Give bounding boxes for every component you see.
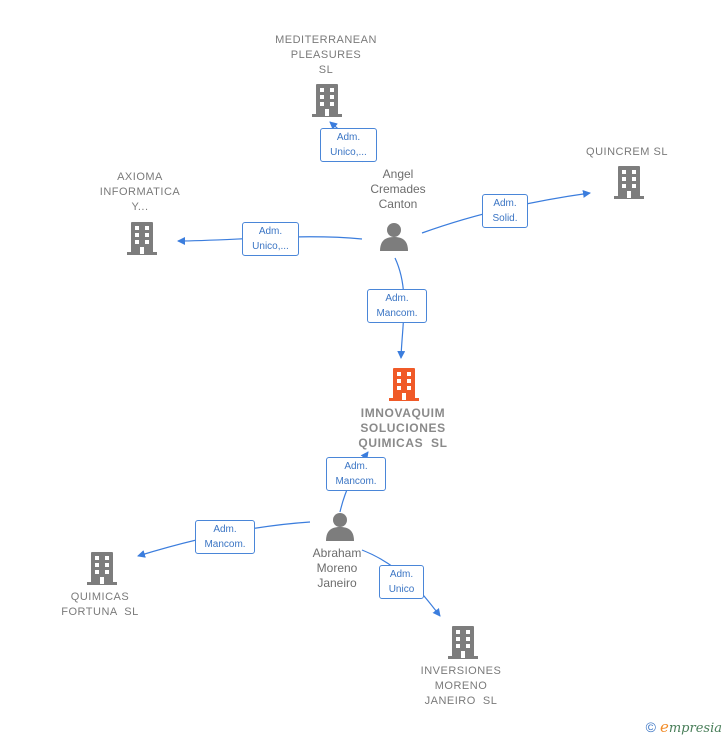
person-icon[interactable] bbox=[380, 223, 408, 251]
label-line: SOLUCIONES bbox=[360, 421, 446, 435]
label-line: FORTUNA SL bbox=[61, 606, 139, 618]
label-line: QUINCREM SL bbox=[586, 146, 668, 158]
edge-label-line: Mancom. bbox=[335, 476, 377, 487]
edge-label-line: Unico,... bbox=[330, 147, 367, 158]
edge-label-angel-mediterranean[interactable]: Adm. Unico,... bbox=[320, 128, 377, 162]
person-icon[interactable] bbox=[326, 513, 354, 541]
edge-label-abraham-inversiones[interactable]: Adm. Unico bbox=[379, 565, 424, 599]
edge-label-line: Adm. bbox=[389, 569, 414, 580]
label-line: JANEIRO SL bbox=[424, 695, 498, 707]
edge-label-line: Mancom. bbox=[204, 539, 246, 550]
company-label-axioma[interactable]: AXIOMA INFORMATICA Y... bbox=[80, 170, 200, 215]
edge-label-line: Adm. bbox=[336, 132, 361, 143]
label-line: AXIOMA bbox=[117, 171, 163, 183]
building-icon[interactable] bbox=[614, 166, 644, 199]
company-label-mediterranean[interactable]: MEDITERRANEAN PLEASURES SL bbox=[256, 33, 396, 78]
edge-label-line: Adm. bbox=[213, 524, 237, 535]
edge-label-angel-quincrem[interactable]: Adm. Solid. bbox=[482, 194, 528, 228]
building-icon[interactable] bbox=[87, 552, 117, 585]
edge-label-line: Adm. bbox=[385, 293, 409, 304]
brand-name: mpresia bbox=[668, 721, 722, 736]
building-icon[interactable] bbox=[312, 84, 342, 117]
label-line: PLEASURES bbox=[290, 49, 362, 61]
label-line: Moreno bbox=[316, 561, 358, 575]
company-label-inversiones[interactable]: INVERSIONES MORENO JANEIRO SL bbox=[400, 664, 522, 709]
building-icon[interactable] bbox=[127, 222, 157, 255]
person-label-abraham[interactable]: Abraham Moreno Janeiro bbox=[287, 546, 387, 591]
label-line: Abraham bbox=[312, 546, 362, 560]
label-line: Y... bbox=[131, 201, 149, 213]
brand-initial: e bbox=[659, 718, 669, 736]
company-label-center[interactable]: IMNOVAQUIM SOLUCIONES QUIMICAS SL bbox=[333, 406, 473, 451]
label-line: Cremades bbox=[370, 182, 426, 196]
edge-label-line: Mancom. bbox=[376, 308, 418, 319]
edge-label-angel-axioma[interactable]: Adm. Unico,... bbox=[242, 222, 299, 256]
label-line: MORENO bbox=[434, 680, 488, 692]
edge-label-line: Solid. bbox=[492, 213, 518, 224]
brand-logo[interactable]: ©empresia bbox=[646, 718, 722, 736]
company-label-quincrem[interactable]: QUINCREM SL bbox=[571, 145, 683, 160]
center-building-icon[interactable] bbox=[389, 368, 419, 401]
label-line: SL bbox=[318, 64, 334, 76]
edge-label-abraham-center[interactable]: Adm. Mancom. bbox=[326, 457, 386, 491]
edge-label-line: Adm. bbox=[258, 226, 283, 237]
label-line: Canton bbox=[378, 197, 418, 211]
label-line: MEDITERRANEAN bbox=[275, 34, 377, 46]
edge-label-line: Adm. bbox=[344, 461, 368, 472]
copyright-icon: © bbox=[645, 719, 656, 735]
person-label-angel[interactable]: Angel Cremades Canton bbox=[348, 167, 448, 212]
edge-label-line: Unico,... bbox=[252, 241, 289, 252]
building-icon[interactable] bbox=[448, 626, 478, 659]
edge-label-line: Adm. bbox=[493, 198, 517, 209]
label-line: Angel bbox=[382, 167, 414, 181]
edge-label-angel-center[interactable]: Adm. Mancom. bbox=[367, 289, 427, 323]
label-line: INVERSIONES bbox=[420, 665, 502, 677]
edge-label-abraham-fortuna[interactable]: Adm. Mancom. bbox=[195, 520, 255, 554]
label-line: INFORMATICA bbox=[99, 186, 181, 198]
label-line: QUIMICAS SL bbox=[358, 436, 448, 450]
company-label-fortuna[interactable]: QUIMICAS FORTUNA SL bbox=[40, 590, 160, 620]
edge-label-line: Unico bbox=[388, 584, 415, 595]
label-line: QUIMICAS bbox=[70, 591, 130, 603]
label-line: IMNOVAQUIM bbox=[360, 406, 446, 420]
label-line: Janeiro bbox=[317, 576, 357, 590]
